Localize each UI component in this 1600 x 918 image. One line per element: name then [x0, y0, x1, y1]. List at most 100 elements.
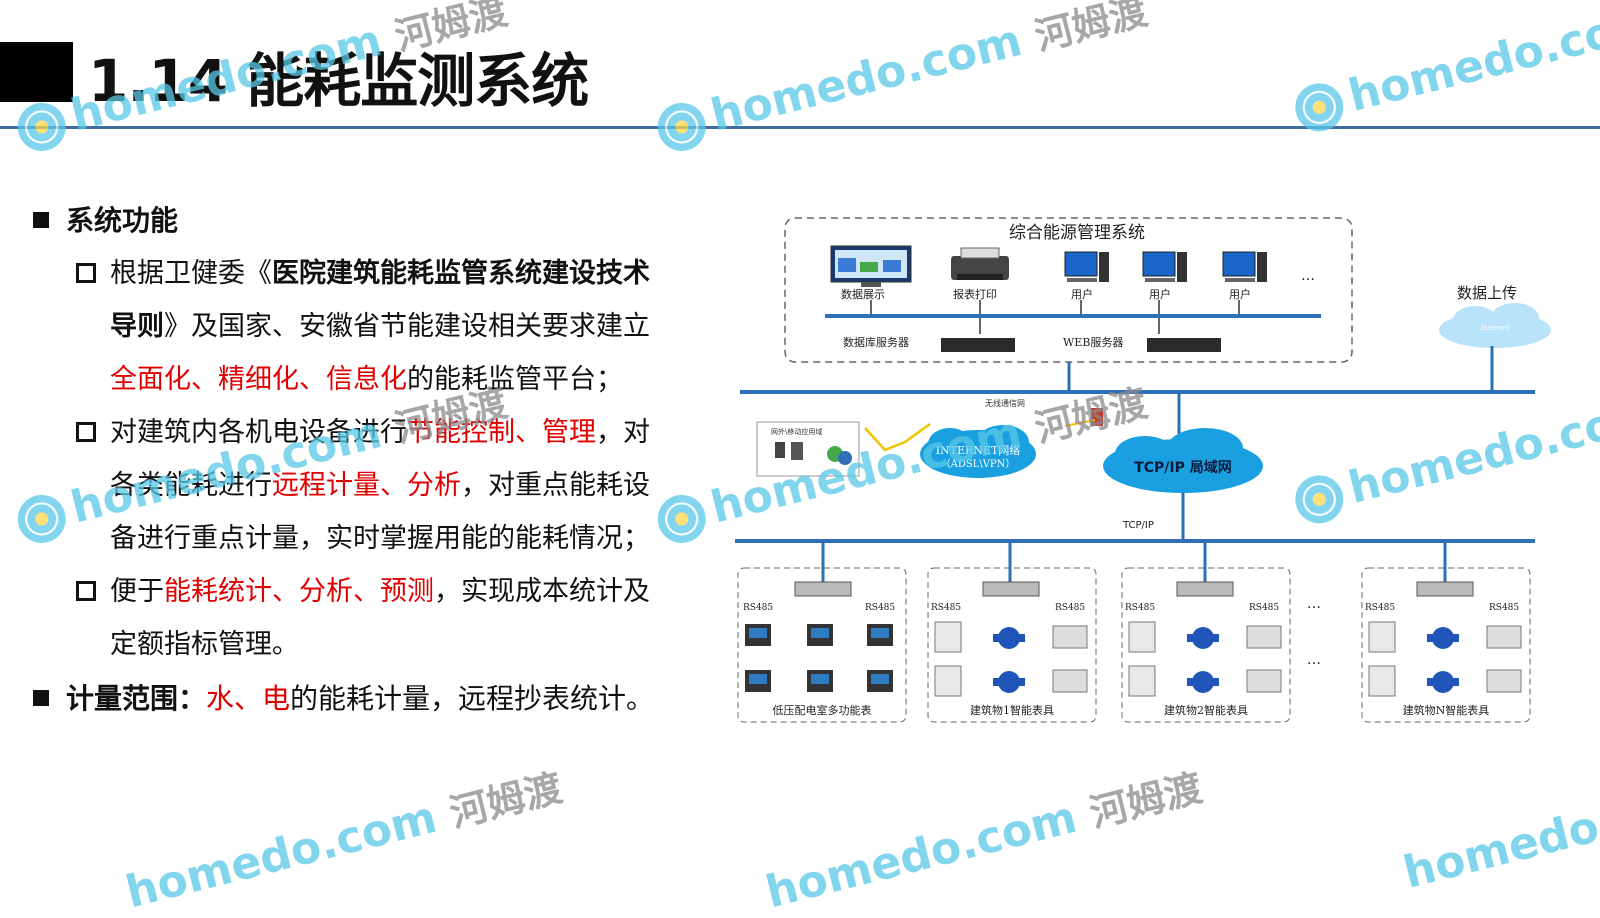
- function-item-line: 导则》及国家、安徽省节能建设相关要求建立: [30, 300, 720, 353]
- electric-meter-icon: [1368, 665, 1396, 697]
- meter-group-box: [927, 567, 1097, 723]
- collector-icon: [982, 581, 1040, 597]
- body-text: 对建筑内各机电设备进行: [110, 417, 407, 448]
- electric-meter-icon: [1128, 621, 1156, 653]
- user-computer-icon: [1222, 251, 1267, 282]
- collector-icon: [1176, 581, 1234, 597]
- watermark: homedo.com: [1398, 772, 1600, 899]
- electric-meter-icon: [934, 665, 962, 697]
- rs485-label: RS485: [1489, 603, 1519, 613]
- body-text: 备进行重点计量，实时掌握用能的能耗情况；: [110, 523, 650, 554]
- meter-group-box: [737, 567, 907, 723]
- internet-cloud-icon: [1439, 303, 1551, 348]
- meter-group-box: [1121, 567, 1291, 723]
- power-meter-icon: [807, 670, 833, 692]
- database-server-icon: [941, 338, 1015, 352]
- group-label: 低压配电室多功能表: [773, 703, 872, 717]
- power-meter-icon: [867, 670, 893, 692]
- content-text: 系统功能 根据卫健委《医院建筑能耗监管系统建设技术导则》及国家、安徽省节能建设相…: [30, 195, 720, 725]
- watermark: homedo.com: [1289, 0, 1600, 137]
- user-computer-icon: [1064, 251, 1109, 282]
- group-label: 建筑物N智能表具: [1403, 703, 1490, 717]
- power-meter-icon: [867, 624, 893, 646]
- body-text: 根据卫健委《: [110, 258, 272, 289]
- phone-icon: [775, 442, 785, 458]
- meter-group-box: [1361, 567, 1531, 723]
- mobile-label: 网外\移动应用域: [771, 427, 822, 436]
- bold-text: 计量范围：: [66, 682, 207, 715]
- highlight-text: 远程计量、分析: [272, 470, 461, 501]
- device-label: 用户: [1229, 287, 1251, 301]
- function-item-line: 便于能耗统计、分析、预测，实现成本统计及: [30, 565, 720, 618]
- internet-net-sublabel: （ADSL\VPN）: [941, 458, 1016, 470]
- watermark: homedo.com 河姆渡: [760, 765, 1207, 918]
- checkbox-bullet-icon: [76, 422, 96, 442]
- wireless-gateway-icon: [1091, 408, 1103, 426]
- rs485-label: RS485: [931, 603, 961, 613]
- body-text: 便于: [110, 576, 164, 607]
- group-ellipsis: …: [1307, 596, 1321, 612]
- highlight-text: 节能控制、管理: [407, 417, 596, 448]
- water-meter-icon: [1427, 627, 1459, 649]
- highlight-text: 全面化、精细化、信息化: [110, 364, 407, 395]
- function-item-line: 根据卫健委《医院建筑能耗监管系统建设技术: [30, 247, 720, 300]
- data-display-monitor-icon: [830, 245, 912, 287]
- lan-label: TCP/IP 局域网: [1134, 459, 1232, 476]
- function-item-line: 备进行重点计量，实时掌握用能的能耗情况；: [30, 512, 720, 565]
- main-bus: [740, 390, 1535, 394]
- power-meter-icon: [807, 624, 833, 646]
- bold-text: 导则: [110, 311, 164, 342]
- lan-cloud: [1103, 428, 1263, 493]
- body-text: ，实现成本统计及: [434, 576, 650, 607]
- rs485-label: RS485: [1125, 603, 1155, 613]
- electric-meter-icon: [1368, 621, 1396, 653]
- collector-icon: [794, 581, 852, 597]
- upload-label: 数据上传: [1457, 284, 1517, 302]
- highlight-text: 能耗统计、分析、预测: [164, 576, 434, 607]
- title-accent-block: [0, 42, 73, 102]
- group-label: 建筑物2智能表具: [1164, 703, 1248, 717]
- printer-icon: [951, 247, 1009, 280]
- body-text: ，对: [596, 417, 650, 448]
- body-text: 各类能耗进行: [110, 470, 272, 501]
- mobile-domain-box: [756, 421, 860, 477]
- device-label: 报表打印: [953, 287, 997, 301]
- rs485-label: RS485: [1365, 603, 1395, 613]
- wireless-link: [864, 422, 931, 452]
- device-label: 用户: [1071, 287, 1093, 301]
- server-label: 数据库服务器: [843, 335, 909, 349]
- heat-meter-icon: [1052, 669, 1088, 693]
- web-server-icon: [1147, 338, 1221, 352]
- water-meter-icon: [993, 627, 1025, 649]
- collector-icon: [1416, 581, 1474, 597]
- water-meter-icon: [1427, 671, 1459, 693]
- device-ellipsis: …: [1301, 268, 1315, 284]
- internet-network-cloud: [920, 425, 1036, 478]
- body-text: 的能耗监管平台；: [407, 364, 623, 395]
- heat-meter-icon: [1486, 625, 1522, 649]
- wireless-label: 无线通信网: [985, 398, 1025, 408]
- watermark: homedo.com 河姆渡: [651, 0, 1153, 157]
- heat-meter-icon: [1052, 625, 1088, 649]
- heat-meter-icon: [1486, 669, 1522, 693]
- internal-bus: [825, 314, 1321, 318]
- highlight-text: 水、电: [206, 682, 291, 715]
- function-item-line: 各类能耗进行远程计量、分析，对重点能耗设: [30, 459, 720, 512]
- water-meter-icon: [1187, 627, 1219, 649]
- body-text: 》及国家、安徽省节能建设相关要求建立: [164, 311, 650, 342]
- bold-text: 医院建筑能耗监管系统建设技术: [272, 258, 650, 289]
- function-item-line: 定额指标管理。: [30, 618, 720, 671]
- group-label: 建筑物1智能表具: [970, 703, 1054, 717]
- checkbox-bullet-icon: [76, 263, 96, 283]
- page-title: 1.14 能耗监测系统: [88, 47, 589, 115]
- water-meter-icon: [993, 671, 1025, 693]
- heat-meter-icon: [1246, 625, 1282, 649]
- device-label: 数据展示: [841, 287, 885, 301]
- watermark: homedo.com 河姆渡: [120, 765, 567, 918]
- field-bus: [735, 539, 1535, 543]
- energy-system-diagram: 综合能源管理系统 数据展示 报表打印 用户 用户 用户 … 数据库服务器 WEB…: [735, 210, 1555, 745]
- electric-meter-icon: [1128, 665, 1156, 697]
- function-item-line: 全面化、精细化、信息化的能耗监管平台；: [30, 353, 720, 406]
- power-meter-icon: [745, 670, 771, 692]
- device-label: 用户: [1149, 287, 1171, 301]
